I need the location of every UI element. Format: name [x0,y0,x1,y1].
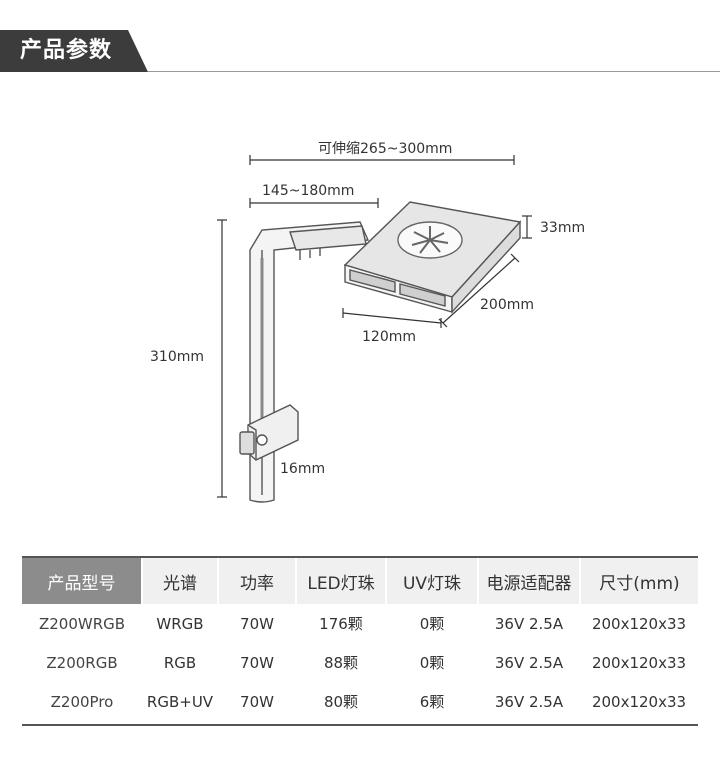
light-fixture [343,201,522,314]
header-rule [148,71,720,72]
cell-adapter: 36V 2.5A [494,614,564,633]
header-adapter: 电源适配器 [477,558,580,604]
dim-line-height [522,215,532,239]
section-header: 产品参数 [0,0,720,80]
dim-line-width [342,308,442,328]
dim-total-height-label: 310mm [150,349,204,365]
section-title: 产品参数 [20,38,113,63]
table-top-rule [22,556,698,558]
cell-uv: 0颗 [419,654,445,672]
dim-width-label: 120mm [362,329,416,345]
cell-spectrum: WRGB [156,614,204,633]
header-tab [0,30,148,72]
specs-table: 产品型号 光谱 功率 LED灯珠 UV灯珠 电源适配器 尺寸(mm) Z200W… [22,558,698,721]
table-row: Z200Pro RGB+UV 70W 80颗 6颗 36V 2.5A 200x1… [22,682,698,721]
cell-size: 200x120x33 [591,692,687,711]
dim-extend-label: 可伸缩265~300mm [318,141,452,157]
dim-line-total-height [217,219,227,498]
table-row: Z200WRGB WRGB 70W 176颗 0颗 36V 2.5A 200x1… [22,604,698,643]
product-dimension-diagram: 可伸缩265~300mm 145~180mm 33mm 200mm 120mm … [150,141,585,503]
dim-clamp-label: 16mm [280,461,325,477]
cell-size: 200x120x33 [591,614,687,633]
dim-line-extend [249,155,515,165]
dim-height-label: 33mm [540,220,585,236]
header-spectrum: 光谱 [141,558,218,604]
cell-led: 80颗 [323,693,359,711]
dim-length-label: 200mm [480,297,534,313]
cell-model: Z200Pro [50,692,114,711]
cell-size: 200x120x33 [591,653,687,672]
dim-line-length [438,253,520,328]
cell-model: Z200WRGB [38,614,126,633]
mounting-arm [249,221,370,503]
cell-uv: 6颗 [419,693,445,711]
cell-power: 70W [240,614,274,633]
cell-spectrum: RGB+UV [146,692,214,711]
tank-clamp [239,404,299,461]
cell-led: 176颗 [319,615,363,633]
cell-spectrum: RGB [163,653,197,672]
header-size: 尺寸(mm) [579,558,698,604]
table-header-row: 产品型号 光谱 功率 LED灯珠 UV灯珠 电源适配器 尺寸(mm) [22,558,698,604]
header-led: LED灯珠 [295,558,386,604]
cell-adapter: 36V 2.5A [494,692,564,711]
cell-power: 70W [240,653,274,672]
header-uv: UV灯珠 [385,558,478,604]
table-bottom-rule [22,724,698,726]
cell-uv: 0颗 [419,615,445,633]
cell-model: Z200RGB [46,653,118,672]
header-model: 产品型号 [22,558,142,604]
dim-line-arm [249,198,379,208]
cell-adapter: 36V 2.5A [494,653,564,672]
cell-led: 88颗 [323,654,359,672]
dim-arm-label: 145~180mm [262,183,354,199]
cell-power: 70W [240,692,274,711]
table-row: Z200RGB RGB 70W 88颗 0颗 36V 2.5A 200x120x… [22,643,698,682]
header-power: 功率 [217,558,296,604]
